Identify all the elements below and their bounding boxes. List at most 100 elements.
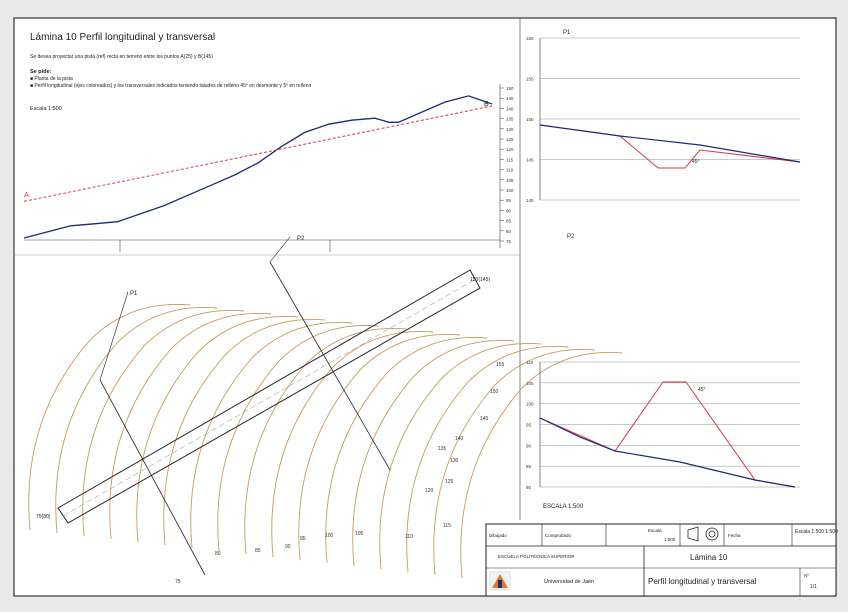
section-p2-label: P2 xyxy=(297,236,305,242)
section-leader-p1 xyxy=(99,291,129,381)
contour-label: 145 xyxy=(480,416,489,422)
scale-label: Escala 1:500 xyxy=(30,106,62,112)
elevation-tick-label: 140 xyxy=(506,106,514,111)
contour-line xyxy=(460,352,623,579)
contour-line xyxy=(82,310,245,537)
contour-label: 150 xyxy=(490,389,499,395)
axis-end-right: 150(145) xyxy=(470,277,490,283)
elevation-tick-label: 90 xyxy=(506,208,512,213)
contour-line xyxy=(163,319,326,546)
elevation-tick-label: 130 xyxy=(506,127,514,132)
cs-tick-label: 80 xyxy=(526,485,532,490)
contour-line xyxy=(217,325,380,552)
contour-label: 135 xyxy=(438,446,447,452)
contour-label: 80 xyxy=(215,551,221,557)
elevation-tick-label: 85 xyxy=(506,219,512,224)
contour-line xyxy=(136,316,299,543)
contour-label: 155 xyxy=(496,362,505,368)
contour-line xyxy=(325,337,488,564)
sheet-number-label: Lámina 10 xyxy=(690,553,728,562)
drawing-title: Perfil longitudinal y transversal xyxy=(648,577,757,586)
scale-cell-value: 1:500 xyxy=(664,537,676,542)
road-centerline xyxy=(62,278,477,517)
elevation-tick-label: 95 xyxy=(506,198,512,203)
cs-tick-label: 140 xyxy=(526,198,534,203)
contour-line xyxy=(28,304,191,531)
road-strip xyxy=(57,269,481,524)
contour-line xyxy=(433,349,596,576)
contour-label: 105 xyxy=(355,531,364,537)
checked-by-label: Comprobado xyxy=(545,533,572,538)
contour-line xyxy=(109,313,272,540)
cs-tick-label: 90 xyxy=(526,443,532,448)
asks-heading: Se pide: xyxy=(30,69,52,75)
contour-line xyxy=(244,328,407,555)
sheet-border xyxy=(13,17,837,597)
contour-label: 100 xyxy=(325,533,334,539)
number-value: 1/1 xyxy=(810,584,817,590)
contour-label: 140 xyxy=(455,436,464,442)
contour-label: 115 xyxy=(443,523,451,529)
sheet-title: Lámina 10 Perfil longitudinal y transver… xyxy=(30,32,215,43)
projection-symbol-icon xyxy=(687,526,719,542)
contour-label: 120 xyxy=(425,488,434,494)
elevation-tick-label: 145 xyxy=(506,96,514,101)
cs-tick-label: 110 xyxy=(526,360,534,365)
scale-box-text: Escala 1:500 1:500 xyxy=(795,529,838,535)
elevation-tick-label: 75 xyxy=(506,239,512,244)
elevation-tick-label: 135 xyxy=(506,117,514,122)
school-label: ESCUELA POLITÉCNICA SUPERIOR xyxy=(498,553,575,559)
contour-line xyxy=(379,343,542,570)
cs1-label: P1 xyxy=(563,30,571,36)
ask-1: ■ Planta de la pista xyxy=(30,76,73,82)
contour-label: 90 xyxy=(285,544,291,550)
contour-line xyxy=(406,346,569,573)
elevation-tick-label: 150 xyxy=(506,86,514,91)
contour-line xyxy=(352,340,515,567)
longitudinal-profile: 150 145 140 135 130 125 120 115 110 105 100 95 90 85 8… xyxy=(23,84,514,252)
cs1-terrain-line xyxy=(539,124,801,163)
contour-label: 85 xyxy=(255,548,261,554)
contour-line xyxy=(271,331,434,558)
elevation-tick-label: 80 xyxy=(506,229,512,234)
cs-tick-label: 85 xyxy=(526,464,532,469)
contour-label: 125 xyxy=(445,479,454,485)
section-line-p2 xyxy=(269,261,391,471)
cs-tick-label: 95 xyxy=(526,423,532,428)
point-b-label: B xyxy=(484,101,489,108)
contour-label: 110 xyxy=(405,534,413,540)
scale-cell-label: Escala xyxy=(648,528,662,533)
point-a-label: A xyxy=(24,192,29,199)
university-logo xyxy=(489,571,511,591)
contour-label: 95 xyxy=(300,536,306,542)
elevation-tick-label: 120 xyxy=(506,147,514,152)
elevation-tick-label: 115 xyxy=(506,157,514,162)
title-block-frame xyxy=(485,523,837,597)
statement-text: Se desea proyectar una pista (ref) recta… xyxy=(30,54,213,60)
contour-line xyxy=(190,322,353,549)
date-label: Fecha xyxy=(728,533,741,538)
cs2-label: P2 xyxy=(567,234,575,240)
cs1-slope-note: 45° xyxy=(692,159,700,165)
cs-tick-label: 105 xyxy=(526,381,534,386)
ask-2: ■ Perfil longitudinal (ejes coloreados) … xyxy=(30,83,312,89)
section-p1-label: P1 xyxy=(130,291,138,297)
terrain-profile-line xyxy=(23,95,493,239)
cs-tick-label: 145 xyxy=(526,158,534,163)
title-block: Dibujado Comprobado Escala 1:500 Fecha E… xyxy=(485,523,838,597)
elevation-tick-label: 125 xyxy=(506,137,514,142)
elevation-tick-label: 110 xyxy=(506,168,514,173)
number-label: Nº xyxy=(804,573,809,578)
cs-tick-label: 100 xyxy=(526,402,534,407)
contour-label: 75 xyxy=(175,579,181,585)
elevation-tick-label: 100 xyxy=(506,188,514,193)
university-label: Universidad de Jaén xyxy=(544,579,594,585)
cs-scale-label: ESCALA 1:500 xyxy=(543,504,584,510)
contour-label: 130 xyxy=(450,458,459,464)
elevation-tick-label: 105 xyxy=(506,178,514,183)
cs-tick-label: 160 xyxy=(526,36,534,41)
